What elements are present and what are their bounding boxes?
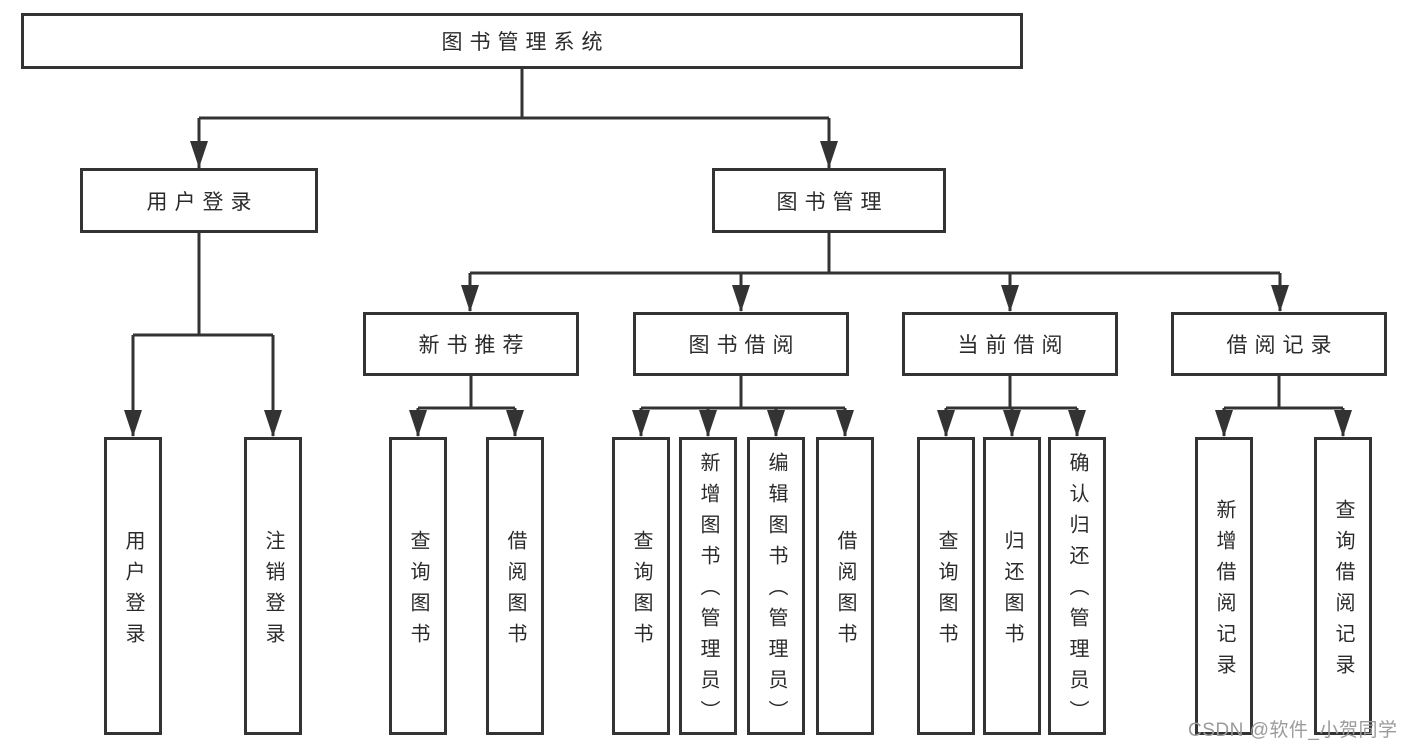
leaf-confirm-return-admin: 确认归还（管理员） xyxy=(1048,437,1106,735)
node-borrow-records-label: 借阅记录 xyxy=(1226,334,1339,357)
leaf-add-borrow-record: 新增借阅记录 xyxy=(1195,437,1253,735)
leaf-borrow-book-2-label: 借阅图书 xyxy=(834,529,856,654)
node-borrow-records: 借阅记录 xyxy=(1171,312,1387,376)
node-current-borrow-label: 当前借阅 xyxy=(957,334,1070,357)
node-root: 图书管理系统 xyxy=(21,13,1023,69)
leaf-borrow-book-1: 借阅图书 xyxy=(486,437,544,735)
leaf-user-login-label: 用户登录 xyxy=(122,529,144,654)
node-current-borrow: 当前借阅 xyxy=(902,312,1118,376)
leaf-return-book: 归还图书 xyxy=(983,437,1041,735)
leaf-query-books-1-label: 查询图书 xyxy=(407,529,429,654)
leaf-user-login: 用户登录 xyxy=(104,437,162,735)
leaf-logout: 注销登录 xyxy=(244,437,302,735)
leaf-borrow-book-2: 借阅图书 xyxy=(816,437,874,735)
node-new-book-recommend-label: 新书推荐 xyxy=(418,334,531,357)
leaf-query-borrow-record-label: 查询借阅记录 xyxy=(1332,498,1354,685)
arrowheads xyxy=(124,141,1352,437)
node-book-management-label: 图书管理 xyxy=(776,190,889,214)
leaf-confirm-return-admin-label: 确认归还（管理员） xyxy=(1066,452,1088,731)
node-user-login-label: 用户登录 xyxy=(146,190,259,214)
leaf-borrow-book-1-label: 借阅图书 xyxy=(504,529,526,654)
node-user-login: 用户登录 xyxy=(80,168,318,233)
leaf-query-books-3: 查询图书 xyxy=(917,437,975,735)
node-root-label: 图书管理系统 xyxy=(441,31,610,54)
leaf-query-borrow-record: 查询借阅记录 xyxy=(1314,437,1372,735)
leaf-add-borrow-record-label: 新增借阅记录 xyxy=(1213,498,1235,685)
leaf-query-books-2: 查询图书 xyxy=(612,437,670,735)
node-book-management: 图书管理 xyxy=(712,168,946,233)
leaf-edit-book-admin: 编辑图书（管理员） xyxy=(747,437,805,735)
leaf-add-book-admin: 新增图书（管理员） xyxy=(679,437,737,735)
leaf-logout-label: 注销登录 xyxy=(262,529,284,654)
leaf-query-books-2-label: 查询图书 xyxy=(630,529,652,654)
leaf-return-book-label: 归还图书 xyxy=(1001,529,1023,654)
leaf-query-books-3-label: 查询图书 xyxy=(935,529,957,654)
node-book-borrow: 图书借阅 xyxy=(633,312,849,376)
leaf-add-book-admin-label: 新增图书（管理员） xyxy=(697,452,719,731)
csdn-watermark: CSDN @软件_小贺同学 xyxy=(1188,720,1398,741)
node-new-book-recommend: 新书推荐 xyxy=(363,312,579,376)
leaf-query-books-1: 查询图书 xyxy=(389,437,447,735)
node-book-borrow-label: 图书借阅 xyxy=(688,334,801,357)
leaf-edit-book-admin-label: 编辑图书（管理员） xyxy=(765,452,787,731)
